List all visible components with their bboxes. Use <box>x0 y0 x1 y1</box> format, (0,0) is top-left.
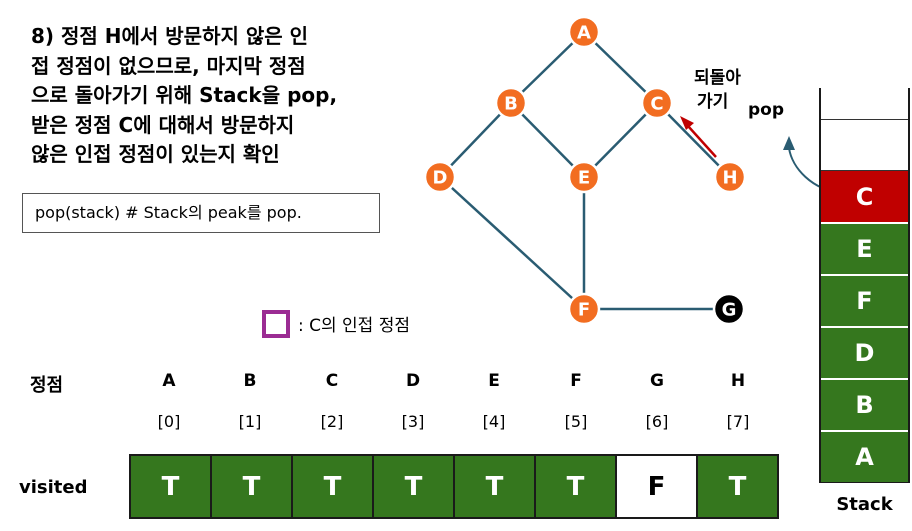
stack-item: A <box>821 430 908 482</box>
vertex-header-A: A <box>162 371 176 391</box>
edge-C-E <box>583 102 658 178</box>
edge-A-B <box>510 31 585 104</box>
vertex-index-F: [5] <box>564 412 588 431</box>
stack-label: Stack <box>836 494 893 515</box>
vertex-index-A: [0] <box>157 412 181 431</box>
stack-empty-slot-line <box>821 119 908 120</box>
return-arrow-shaft <box>687 125 717 158</box>
edge-B-E <box>510 102 585 178</box>
vertex-header-C: C <box>325 371 339 391</box>
vertex-header-F: F <box>570 371 582 391</box>
return-arrow-head <box>680 116 694 130</box>
node-A: A <box>567 15 601 49</box>
return-note: 되돌아 가기 <box>694 66 741 114</box>
pop-arrow-head <box>783 136 795 150</box>
node-F: F <box>567 292 601 326</box>
stack-item: F <box>821 274 908 326</box>
node-G: G <box>712 292 746 326</box>
node-F-label: F <box>578 300 590 321</box>
node-G-label: G <box>722 300 737 321</box>
visited-cell-D: T <box>374 454 455 519</box>
node-D: D <box>423 160 457 194</box>
node-A-label: A <box>577 23 591 44</box>
stack-item-popped: C <box>821 170 908 222</box>
node-D-label: D <box>433 168 448 189</box>
node-A-circle <box>567 15 601 49</box>
node-D-circle <box>423 160 457 194</box>
visited-cell-A: T <box>129 454 212 519</box>
adjacent-legend-text: : C의 인접 정점 <box>298 316 411 336</box>
adjacent-legend-swatch <box>262 310 290 338</box>
return-note-line: 되돌아 <box>694 68 741 88</box>
node-G-circle <box>712 292 746 326</box>
code-snippet: pop(stack) # Stack의 peak를 pop. <box>22 193 380 233</box>
stack-item: E <box>821 222 908 274</box>
step-description-line: 8) 정점 H에서 방문하지 않은 인 <box>31 24 309 48</box>
return-arrow <box>680 116 717 158</box>
node-C: C <box>640 86 674 120</box>
node-E: E <box>567 160 601 194</box>
step-description-line: 접 정점이 없으므로, 마지막 정점 <box>31 53 306 78</box>
edge-D-F <box>439 176 585 310</box>
visited-row-label: visited <box>19 477 88 498</box>
vertex-index-H: [7] <box>726 412 750 431</box>
return-note-line: 가기 <box>697 92 729 112</box>
vertex-index-D: [3] <box>401 412 425 431</box>
step-description-line: 으로 돌아가기 위해 Stack을 pop, <box>31 83 338 107</box>
graph-nodes: A B C D E H F G <box>423 15 747 326</box>
vertex-index-B: [1] <box>238 412 262 431</box>
visited-cell-F: T <box>536 454 617 519</box>
node-E-circle <box>567 160 601 194</box>
node-H-label: H <box>722 168 737 189</box>
vertex-header-D: D <box>405 371 421 391</box>
node-E-label: E <box>578 168 590 189</box>
visited-cell-B: T <box>212 454 293 519</box>
stack-item: D <box>821 326 908 378</box>
vertex-header-H: H <box>730 371 746 391</box>
edge-C-H <box>656 102 731 178</box>
node-C-circle <box>640 86 674 120</box>
graph-edges <box>439 31 731 311</box>
edge-B-D <box>439 102 512 178</box>
node-B-label: B <box>504 94 518 115</box>
vertex-index-G: [6] <box>645 412 669 431</box>
node-H-circle <box>713 160 747 194</box>
stack-item: B <box>821 378 908 430</box>
edge-A-C <box>583 31 658 104</box>
node-H: H <box>713 160 747 194</box>
vertex-index-E: [4] <box>482 412 506 431</box>
vertex-header-G: G <box>650 371 664 391</box>
step-description: 8) 정점 H에서 방문하지 않은 인 접 정점이 없으므로, 마지막 정점 으… <box>31 22 401 170</box>
vertex-header-B: B <box>243 371 257 391</box>
step-description-line: 않은 인접 정점이 있는지 확인 <box>31 142 280 166</box>
pop-label: pop <box>748 100 785 120</box>
vertex-index-C: [2] <box>320 412 344 431</box>
vertex-header-E: E <box>488 371 500 391</box>
node-F-circle <box>567 292 601 326</box>
node-B-circle <box>494 86 528 120</box>
vertex-row-label: 정점 <box>30 375 64 396</box>
node-C-label: C <box>650 94 663 115</box>
step-description-line: 받은 정점 C에 대해서 방문하지 <box>31 112 295 137</box>
visited-cell-E: T <box>455 454 536 519</box>
visited-cell-C: T <box>293 454 374 519</box>
visited-cell-H: T <box>698 454 779 519</box>
visited-cell-G: F <box>617 454 698 519</box>
node-B: B <box>494 86 528 120</box>
